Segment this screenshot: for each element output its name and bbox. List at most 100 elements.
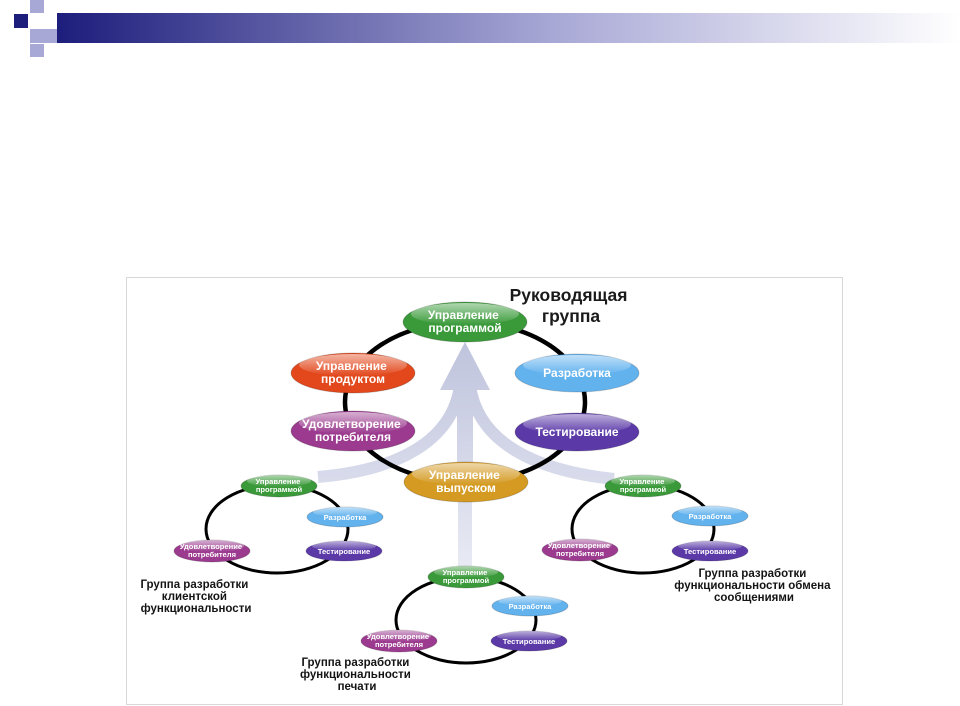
slide-header-decoration <box>14 0 960 57</box>
group-label: Группа разработки функциональности обмен… <box>674 568 833 604</box>
group-label-line: Группа разработки <box>301 657 409 669</box>
node-label-line: Удовлетворение <box>367 632 429 641</box>
group-label-line: функциональности <box>300 669 411 681</box>
node-gloss <box>367 630 431 642</box>
node-gloss <box>412 463 520 485</box>
node-label-line: Тестирование <box>535 425 618 439</box>
node-label-line: потребителя <box>375 640 423 649</box>
node-development: Разработка <box>491 595 569 617</box>
node-development: Разработка <box>306 506 384 528</box>
messaging-feature-group: Управление программой Разработка Удовлет… <box>541 474 833 604</box>
node-testing: Тестирование <box>671 540 749 562</box>
node-label-line: Разработка <box>543 366 611 380</box>
node-label: Управление программой <box>619 477 666 494</box>
arrow-band-right <box>464 384 615 485</box>
node-release-management: Управление выпуском <box>403 461 529 503</box>
node-label-line: Удовлетворение <box>548 541 610 550</box>
node-gloss <box>299 412 407 434</box>
node-label: Тестирование <box>535 425 618 439</box>
node-label-line: Управление <box>619 477 664 486</box>
node-program-management: Управление программой <box>402 301 528 343</box>
decor-square-light <box>44 29 57 43</box>
node-label-line: Разработка <box>689 512 733 521</box>
node-label-line: Управление <box>429 468 500 482</box>
node-label-line: потребителя <box>556 549 604 558</box>
node-label: Управление продуктом <box>316 359 390 386</box>
node-gloss <box>313 507 377 517</box>
steering-group-title-line: группа <box>542 306 601 326</box>
decor-square-light <box>30 44 44 57</box>
group-label-line: Группа разработки <box>698 568 806 580</box>
node-label-line: потребителя <box>188 550 236 559</box>
print-feature-group: Управление программой Разработка Удовлет… <box>300 565 569 693</box>
node-label-line: Управление <box>255 477 300 486</box>
node-gloss <box>611 475 675 487</box>
header-gradient-bar <box>57 13 960 43</box>
node-program-management: Управление программой <box>604 474 682 498</box>
node-label: Управление выпуском <box>429 468 503 495</box>
node-label: Удовлетворение потребителя <box>302 417 404 444</box>
node-label-line: Тестирование <box>503 637 556 646</box>
node-label-line: Удовлетворение <box>180 542 242 551</box>
group-label: Группа разработки клиентской функциональ… <box>140 579 251 615</box>
decor-square-dark <box>14 14 28 28</box>
node-label: Разработка <box>689 512 733 521</box>
node-program-management: Управление программой <box>427 565 505 589</box>
node-product-management: Управление продуктом <box>290 352 416 394</box>
node-testing: Тестирование <box>514 412 640 452</box>
flow-arrows <box>317 342 615 578</box>
node-label-line: программой <box>428 321 501 335</box>
arrow-head-up <box>440 342 490 390</box>
node-label-line: Разработка <box>509 602 553 611</box>
node-label: Удовлетворение потребителя <box>548 541 613 558</box>
node-gloss <box>523 355 631 375</box>
node-label-line: Управление <box>316 359 387 373</box>
steering-group-title-line: Руководящая <box>510 285 628 305</box>
node-label: Удовлетворение потребителя <box>180 542 245 559</box>
node-gloss <box>247 475 311 487</box>
node-gloss <box>411 303 519 325</box>
node-testing: Тестирование <box>490 630 568 652</box>
node-gloss <box>678 541 742 551</box>
node-label-line: программой <box>443 576 490 585</box>
node-gloss <box>312 541 376 551</box>
group-label-line: сообщениями <box>714 592 794 604</box>
client-feature-group: Управление программой Разработка Удовлет… <box>140 474 384 615</box>
node-label-line: программой <box>256 485 303 494</box>
node-customer-satisfaction: Удовлетворение потребителя <box>290 410 416 452</box>
decor-square-light <box>30 29 44 43</box>
node-program-management: Управление программой <box>240 474 318 498</box>
node-label: Тестирование <box>684 547 737 556</box>
group-label-line: Группа разработки <box>140 579 248 591</box>
node-label: Управление программой <box>428 308 502 335</box>
node-label-line: Тестирование <box>318 547 371 556</box>
node-gloss <box>548 539 612 551</box>
node-label-line: программой <box>620 485 667 494</box>
node-gloss <box>523 414 631 434</box>
node-label: Разработка <box>324 513 368 522</box>
node-label-line: Управление <box>428 308 499 322</box>
node-label: Управление программой <box>255 477 302 494</box>
node-customer-satisfaction: Удовлетворение потребителя <box>541 538 619 562</box>
node-label-line: потребителя <box>315 430 391 444</box>
node-customer-satisfaction: Удовлетворение потребителя <box>173 539 251 563</box>
node-label: Тестирование <box>503 637 556 646</box>
node-label: Удовлетворение потребителя <box>367 632 432 649</box>
node-gloss <box>180 540 244 552</box>
node-label: Тестирование <box>318 547 371 556</box>
node-gloss <box>678 506 742 516</box>
node-gloss <box>434 566 498 578</box>
node-gloss <box>299 354 407 376</box>
node-label-line: Разработка <box>324 513 368 522</box>
steering-group-title: Руководящая группа <box>510 285 633 326</box>
node-label: Разработка <box>543 366 611 380</box>
group-label-line: функциональности <box>141 603 252 615</box>
arrow-band-left <box>317 384 466 483</box>
node-gloss <box>498 596 562 606</box>
node-label: Управление программой <box>442 568 489 585</box>
node-gloss <box>497 631 561 641</box>
node-development: Разработка <box>514 353 640 393</box>
group-label-line: печати <box>338 681 377 693</box>
group-label-line: клиентской <box>162 591 227 603</box>
node-customer-satisfaction: Удовлетворение потребителя <box>360 629 438 653</box>
